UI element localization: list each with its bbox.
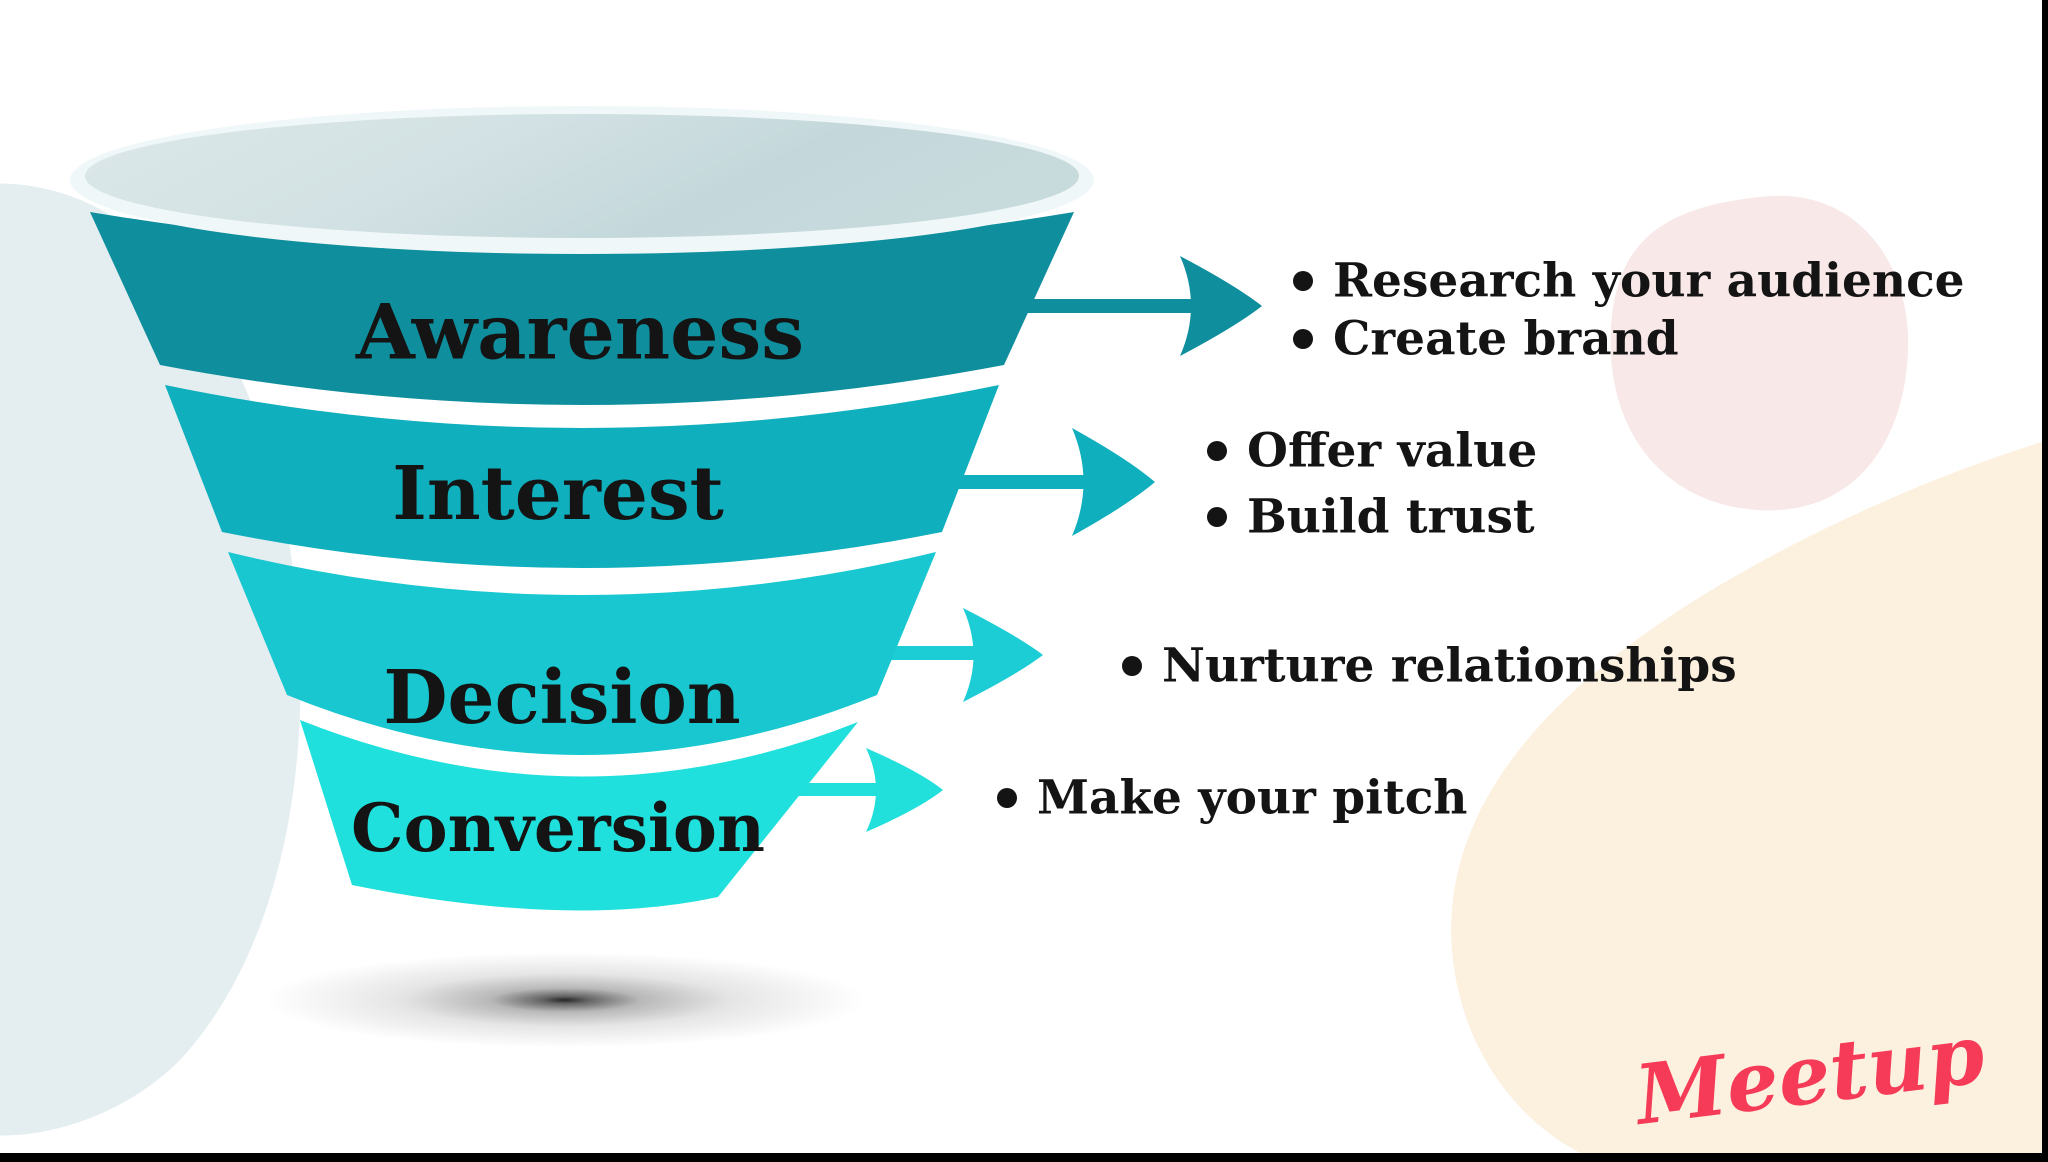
bullet-list-awareness: Research your audience Create brand — [1293, 254, 1965, 367]
bullet-item: Build trust — [1247, 490, 1535, 545]
funnel-stage-interest — [165, 385, 999, 568]
background-blob-pink — [1610, 195, 1909, 511]
funnel-top-surface — [85, 114, 1079, 238]
arrow-icon-decision — [880, 608, 1043, 702]
funnel-stage-conversion — [300, 720, 858, 911]
stage-label-awareness: Awareness — [355, 288, 804, 377]
bullet-list-decision: Nurture relationships — [1122, 639, 1737, 694]
bullet-dot — [1207, 441, 1227, 461]
stage-label-interest: Interest — [392, 451, 724, 537]
bullet-dot — [1122, 656, 1142, 676]
arrow-icon-awareness — [1000, 256, 1262, 356]
arrow-icon-interest — [945, 428, 1155, 536]
funnel-shadow — [265, 952, 865, 1048]
funnel-stage-awareness — [90, 212, 1074, 405]
bullet-list-conversion: Make your pitch — [997, 771, 1467, 826]
bullet-item: Make your pitch — [1037, 771, 1467, 826]
screen-edge-right — [2042, 0, 2048, 1162]
background-blob-peach — [1451, 440, 2048, 1162]
bullet-item: Nurture relationships — [1162, 639, 1737, 694]
bullet-dot — [997, 788, 1017, 808]
bullet-list-interest: Offer value Build trust — [1207, 424, 1537, 545]
bullet-item: Offer value — [1247, 424, 1537, 479]
bullet-dot — [1293, 329, 1313, 349]
bullet-dot — [1207, 507, 1227, 527]
stage-label-conversion: Conversion — [351, 789, 765, 867]
bullet-item: Create brand — [1333, 312, 1679, 367]
screen-edge-bottom — [0, 1153, 2048, 1162]
stage-label-decision: Decision — [383, 655, 740, 741]
bullet-item: Research your audience — [1333, 254, 1965, 309]
bullet-dot — [1293, 271, 1313, 291]
funnel-stage-decision — [228, 552, 936, 755]
